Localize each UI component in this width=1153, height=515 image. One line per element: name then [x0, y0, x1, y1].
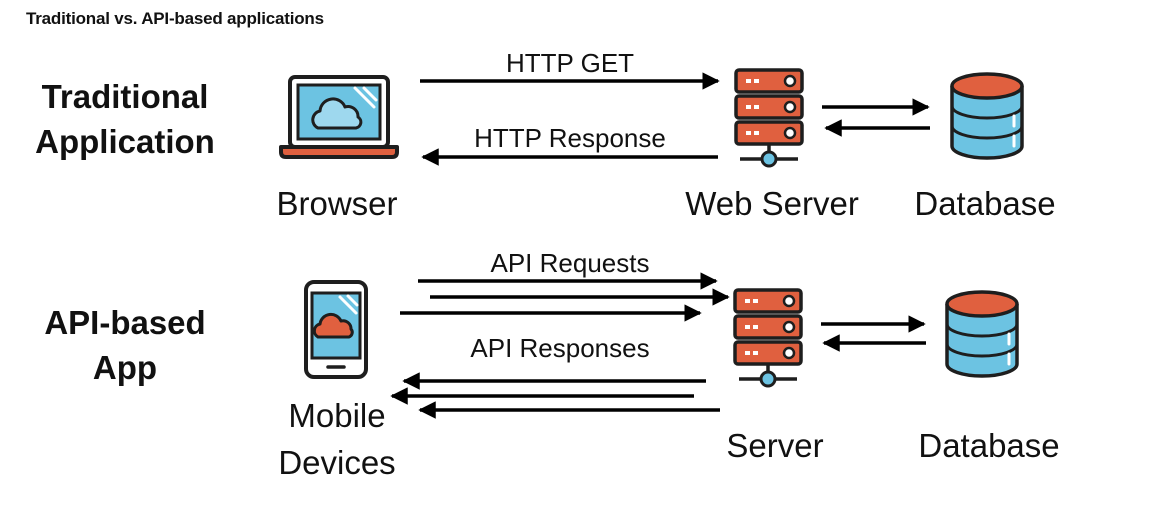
smartphone-cloud-icon [304, 280, 368, 379]
traditional-row-title: Traditional Application [20, 74, 230, 164]
mobile-devices-line2: Devices [278, 444, 396, 481]
http-response-label: HTTP Response [474, 123, 666, 153]
laptop-cloud-icon [279, 75, 399, 159]
traditional-title-line2: Application [35, 123, 215, 160]
server-rack-icon [733, 288, 803, 388]
api-title-line1: API-based [44, 304, 206, 341]
api-row-title: API-based App [20, 300, 230, 390]
database-icon [950, 72, 1024, 160]
database-label: Database [914, 185, 1056, 222]
api-requests-label: API Requests [490, 248, 650, 278]
api-responses-label: API Responses [470, 333, 650, 363]
api-title-line2: App [92, 349, 158, 386]
api-database-label: Database [918, 427, 1060, 464]
http-get-label: HTTP GET [505, 48, 635, 78]
server-rack-icon [734, 68, 804, 168]
database-icon [945, 290, 1019, 378]
web-server-label: Web Server [685, 185, 859, 222]
mobile-devices-label: Mobile Devices [262, 392, 412, 486]
traditional-title-line1: Traditional [41, 78, 209, 115]
mobile-devices-line1: Mobile [288, 397, 386, 434]
browser-label: Browser [276, 185, 398, 222]
server-label: Server [726, 427, 824, 464]
page-title: Traditional vs. API-based applications [26, 9, 324, 28]
